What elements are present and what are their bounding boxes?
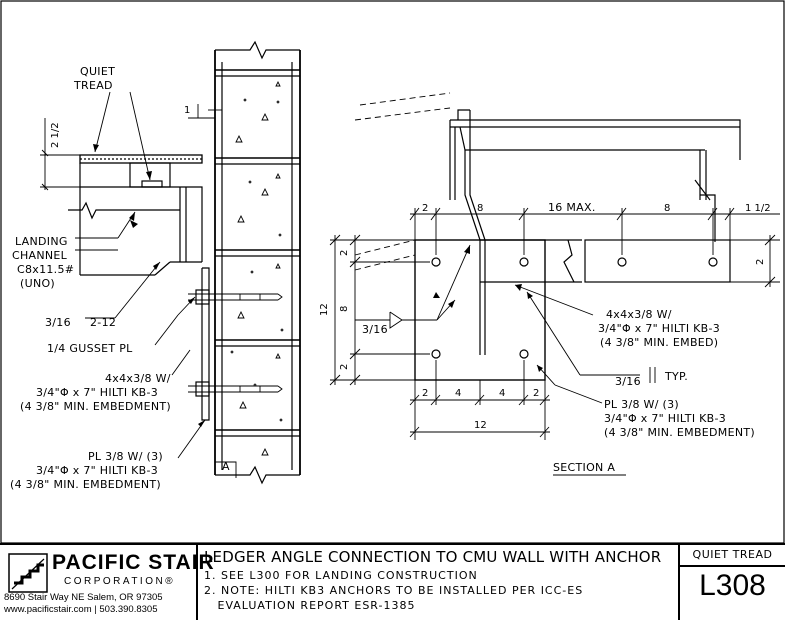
angle-left-label: 4x4x3/8 W/ <box>105 372 171 385</box>
dim-bottom-3: 4 <box>499 388 505 399</box>
dim-left-1: 2 <box>339 250 350 256</box>
quiet-tread-label-2: TREAD <box>73 79 113 92</box>
arrowheads-left <box>93 144 205 427</box>
dim-top-1: 2 <box>422 203 428 214</box>
dim-left-3: 2 <box>339 364 350 370</box>
dim-bottom-4: 2 <box>533 388 539 399</box>
channel-size-label: C8x11.5# <box>17 263 74 276</box>
anchor-bolt-lower <box>188 385 283 393</box>
company-block: PACIFIC STAIR CORPORATION® 8690 Stair Wa… <box>0 545 214 620</box>
channel-section <box>480 239 731 283</box>
company-subtitle: CORPORATION® <box>64 576 176 587</box>
landing-channel-label-2: CHANNEL <box>12 249 68 262</box>
note-1: 1. SEE L300 FOR LANDING CONSTRUCTION <box>204 569 478 582</box>
landing-channel <box>68 163 203 276</box>
weld-left-length: 2-12 <box>90 316 116 329</box>
section-a-label: SECTION A <box>553 461 615 474</box>
company-logo-icon <box>8 553 48 593</box>
landing-channel-label: LANDING <box>15 235 68 248</box>
sheet-info: QUIET TREAD L308 <box>678 545 785 620</box>
angle-note-embed: (4 3/8" MIN. EMBED) <box>600 336 718 349</box>
anchor-bolt-upper <box>188 293 283 301</box>
detail-drawing: QUIET TREAD 2 1/2 1 LANDING CHANNEL C8x1… <box>0 0 785 544</box>
cmu-wall <box>214 40 301 485</box>
plate-left-embed: (4 3/8" MIN. EMBEDMENT) <box>10 478 161 491</box>
arrowheads-section <box>433 245 543 372</box>
weld-left-size: 3/16 <box>45 316 71 329</box>
weld-inner: 3/16 <box>362 323 388 336</box>
stair-stringer <box>449 109 741 242</box>
dim-1: 1 <box>184 105 190 116</box>
leaders-section <box>355 244 656 404</box>
product-name: QUIET TREAD <box>680 545 785 567</box>
dim-overall-height: 12 <box>319 303 330 316</box>
dim-overall-width: 12 <box>474 420 487 431</box>
company-name: PACIFIC STAIR <box>52 551 215 574</box>
angle-note-label: 4x4x3/8 W/ <box>606 308 672 321</box>
company-address-block: 8690 Stair Way NE Salem, OR 97305 www.pa… <box>4 592 163 616</box>
dimensions-section <box>329 207 780 440</box>
angle-left-embed: (4 3/8" MIN. EMBEDMENT) <box>20 400 171 413</box>
section-marker: A <box>222 460 230 473</box>
dim-bottom-1: 2 <box>422 388 428 399</box>
plate-note-embed: (4 3/8" MIN. EMBEDMENT) <box>604 426 755 439</box>
uno-label: (UNO) <box>20 277 55 290</box>
dim-top-2: 8 <box>477 203 483 214</box>
notes-block: LEDGER ANGLE CONNECTION TO CMU WALL WITH… <box>200 545 678 620</box>
weld-typ-size: 3/16 <box>615 375 641 388</box>
leaders-left <box>40 91 237 478</box>
dim-bottom-2: 4 <box>455 388 461 399</box>
dim-right: 2 <box>755 259 766 265</box>
plate-left-bolt: 3/4"Φ x 7" HILTI KB-3 <box>36 464 158 477</box>
sheet-number: L308 <box>699 569 766 602</box>
ledger-angle-left <box>195 267 210 421</box>
weld-typ-label: TYP. <box>664 370 688 383</box>
grout-hatch <box>230 80 284 456</box>
dim-top-5: 1 1/2 <box>745 203 771 214</box>
landing-tread <box>79 154 203 188</box>
company-contact: www.pacificstair.com | 503.390.8305 <box>4 604 158 615</box>
gusset-label: 1/4 GUSSET PL <box>47 342 133 355</box>
drawing-title: LEDGER ANGLE CONNECTION TO CMU WALL WITH… <box>204 548 662 566</box>
hidden-lines <box>354 92 451 271</box>
dim-top-3: 16 MAX. <box>548 201 596 214</box>
company-address: 8690 Stair Way NE Salem, OR 97305 <box>4 592 163 603</box>
quiet-tread-label: QUIET <box>80 65 115 78</box>
plate-note-label: PL 3/8 W/ (3) <box>604 398 679 411</box>
ledger-angle-plate <box>414 239 546 381</box>
angle-left-bolt: 3/4"Φ x 7" HILTI KB-3 <box>36 386 158 399</box>
note-2: 2. NOTE: HILTI KB3 ANCHORS TO BE INSTALL… <box>204 584 584 597</box>
plate-note-bolt: 3/4"Φ x 7" HILTI KB-3 <box>604 412 726 425</box>
anchor-bolts-section <box>431 257 718 359</box>
dim-2-half: 2 1/2 <box>50 122 61 148</box>
note-3: EVALUATION REPORT ESR-1385 <box>204 599 416 612</box>
dim-left-2: 8 <box>339 306 350 312</box>
title-block: PACIFIC STAIR CORPORATION® 8690 Stair Wa… <box>0 543 785 620</box>
plate-left-label: PL 3/8 W/ (3) <box>88 450 163 463</box>
dim-top-4: 8 <box>664 203 670 214</box>
angle-note-bolt: 3/4"Φ x 7" HILTI KB-3 <box>598 322 720 335</box>
